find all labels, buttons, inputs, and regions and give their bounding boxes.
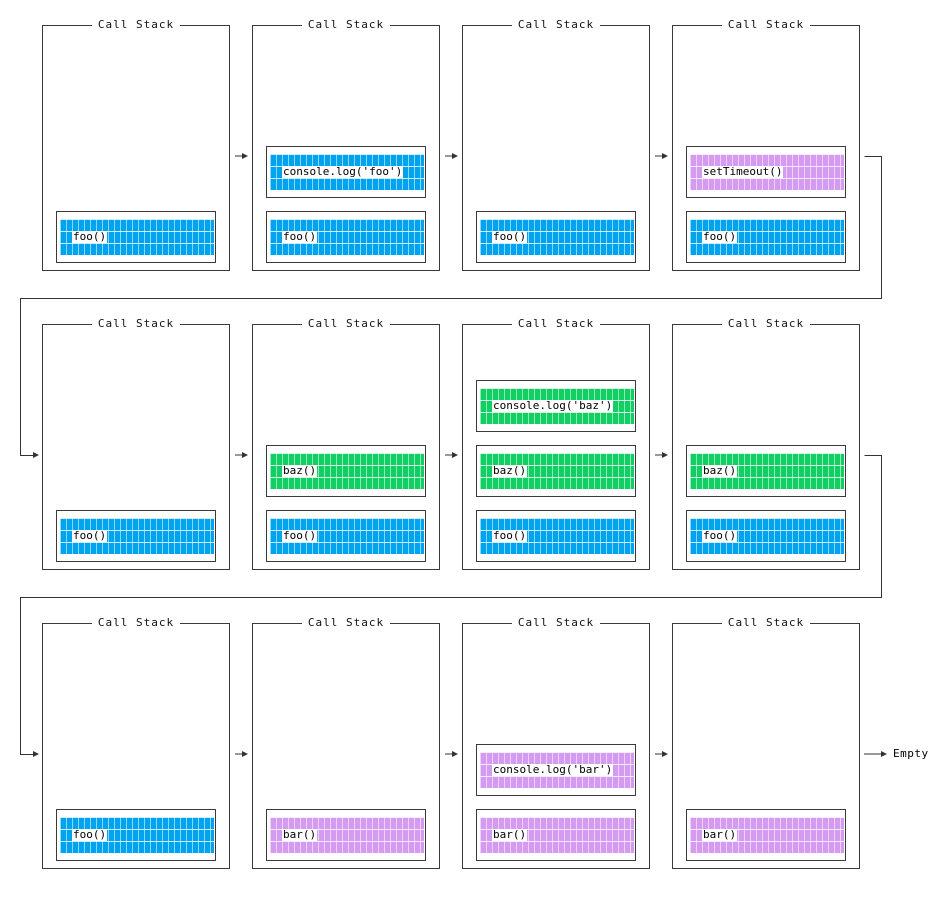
panel-title-text: Call Stack [91,616,181,629]
call-stack-panel-3: Call Stack foo() [462,18,650,271]
call-stack-panel-7: Call Stack foo() baz() console.log('baz') [462,317,650,570]
stack-frame: baz() [266,445,426,497]
stack-frame-label: foo() [72,828,108,841]
stack-frame: foo() [686,211,846,263]
stack-frame-fill [690,219,844,255]
call-stack-panel-4: Call Stack foo() setTimeout() [672,18,860,271]
stack-frame: foo() [686,510,846,562]
stack-frame-label: bar() [492,828,528,841]
wrap-arrow-line [20,455,882,755]
call-stack-panel-9: Call Stack foo() [42,616,230,869]
stack-frame-label: foo() [72,529,108,542]
call-stack-panel-1: Call Stack foo() [42,18,230,271]
stack-frame: setTimeout() [686,146,846,198]
panel-title-text: Call Stack [721,616,811,629]
stack-frame-label: baz() [492,464,528,477]
stack-frame-fill [480,219,634,255]
stack-frame-fill [480,518,634,554]
stack-frame-fill [690,453,844,489]
arrow-head [242,153,248,159]
stack-frame: foo() [476,510,636,562]
stack-frame-label: foo() [702,230,738,243]
arrow-head [452,452,458,458]
arrow-head [662,751,668,757]
stack-frame-label: baz() [702,464,738,477]
panel-title-text: Call Stack [721,18,811,31]
panel-title-text: Call Stack [721,317,811,330]
panel-title-text: Call Stack [301,18,391,31]
arrow-head [33,452,39,458]
arrow-head [242,751,248,757]
panel-title: Call Stack [673,616,859,630]
end-label: Empty [893,747,929,760]
arrow-head [33,751,39,757]
stack-frame-label: foo() [492,529,528,542]
stack-frame: bar() [476,809,636,861]
stack-frame: foo() [56,809,216,861]
call-stack-panel-11: Call Stack bar() console.log('bar') [462,616,650,869]
panel-title-text: Call Stack [511,616,601,629]
call-stack-panel-8: Call Stack foo() baz() [672,317,860,570]
stack-frame: foo() [266,510,426,562]
call-stack-panel-2: Call Stack foo() console.log('foo') [252,18,440,271]
stack-frame: foo() [266,211,426,263]
stack-frame: console.log('foo') [266,146,426,198]
panel-title-text: Call Stack [511,317,601,330]
stack-frame-label: baz() [282,464,318,477]
stack-frame-label: foo() [72,230,108,243]
stack-frame-label: foo() [282,230,318,243]
stack-frame-label: setTimeout() [702,165,784,178]
stack-frame-fill [690,518,844,554]
arrow-head [662,153,668,159]
panel-title-text: Call Stack [301,616,391,629]
call-stack-panel-6: Call Stack foo() baz() [252,317,440,570]
stack-frame-label: console.log('foo') [282,165,404,178]
panel-title: Call Stack [673,18,859,32]
stack-frame: bar() [266,809,426,861]
panel-title: Call Stack [43,18,229,32]
wrap-arrow-line [20,156,882,456]
arrow-head [881,751,887,757]
panel-title-text: Call Stack [91,317,181,330]
stack-frame: baz() [476,445,636,497]
stack-frame: bar() [686,809,846,861]
call-stack-panel-12: Call Stack bar() [672,616,860,869]
arrow-head [242,452,248,458]
stack-frame-label: foo() [702,529,738,542]
stack-frame: foo() [56,510,216,562]
stack-frame-fill [270,518,424,554]
stack-frame: console.log('bar') [476,744,636,796]
panel-title: Call Stack [253,317,439,331]
stack-frame: baz() [686,445,846,497]
stack-frame: console.log('baz') [476,380,636,432]
panel-title: Call Stack [463,317,649,331]
stack-frame-label: bar() [702,828,738,841]
panel-title-text: Call Stack [91,18,181,31]
call-stack-panel-10: Call Stack bar() [252,616,440,869]
stack-frame-label: bar() [282,828,318,841]
panel-title: Call Stack [253,18,439,32]
arrow-head [452,751,458,757]
panel-title: Call Stack [253,616,439,630]
panel-title: Call Stack [463,616,649,630]
arrow-head [662,452,668,458]
panel-title: Call Stack [43,317,229,331]
stack-frame: foo() [56,211,216,263]
stack-frame-label: console.log('baz') [492,399,614,412]
arrow-head [452,153,458,159]
stack-frame-label: foo() [282,529,318,542]
call-stack-panel-5: Call Stack foo() [42,317,230,570]
panel-title: Call Stack [43,616,229,630]
panel-title-text: Call Stack [301,317,391,330]
panel-title-text: Call Stack [511,18,601,31]
panel-title: Call Stack [463,18,649,32]
panel-title: Call Stack [673,317,859,331]
stack-frame-label: console.log('bar') [492,763,614,776]
stack-frame: foo() [476,211,636,263]
stack-frame-label: foo() [492,230,528,243]
